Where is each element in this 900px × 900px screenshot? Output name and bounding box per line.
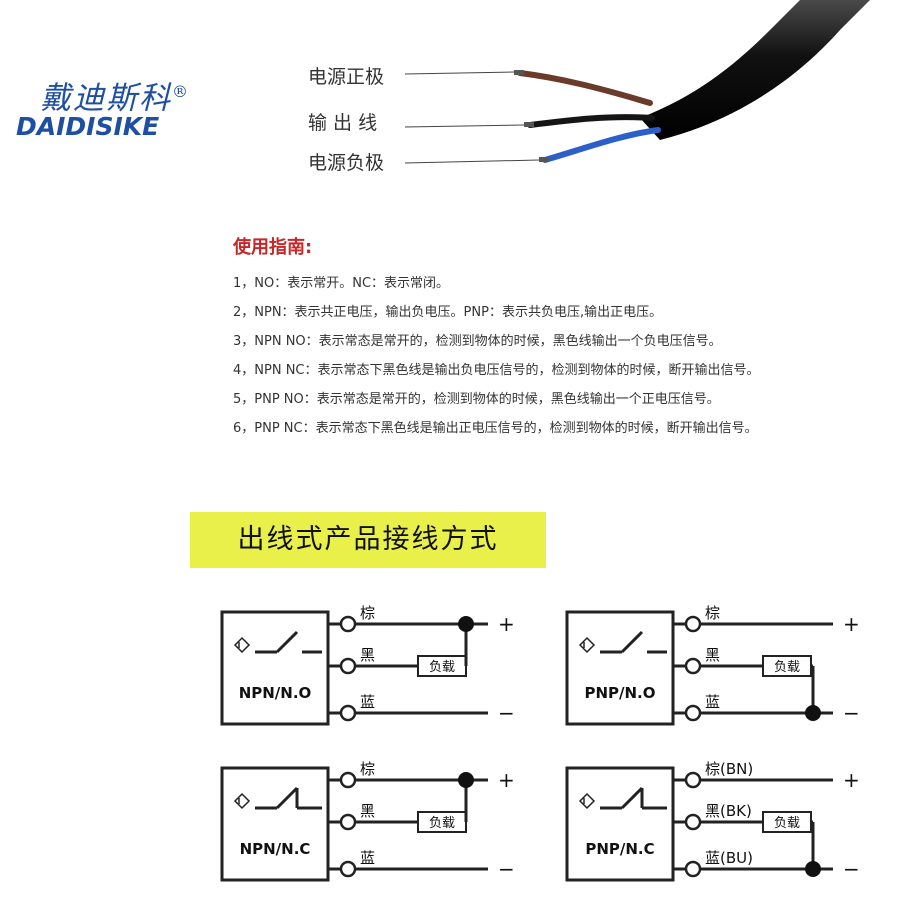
sensor-box: [220, 766, 330, 882]
wire-color-label: 黑(BK): [705, 802, 752, 820]
leader-line-negative: [404, 159, 540, 164]
plus-sign: +: [498, 768, 515, 792]
wire-terminal: [339, 657, 357, 675]
guide-item: 5，PNP NO：表示常态是常开的，检测到物体的时候，黑色线输出一个正电压信号。: [233, 392, 720, 407]
wire-color-label: 棕: [705, 604, 720, 622]
wire-color-label: 黑: [705, 646, 720, 664]
brown-wire-tip: [514, 70, 524, 75]
sensor-diamond-icon: [233, 636, 251, 654]
sensor-type-label: PNP/N.C: [585, 840, 654, 858]
label-power-positive: 电源正极: [308, 66, 385, 88]
label-power-negative: 电源负极: [308, 152, 385, 174]
guide-title: 使用指南:: [233, 237, 313, 258]
brown-wire: [517, 70, 653, 106]
blue-wire-tip: [539, 157, 549, 162]
switch-blade: [620, 630, 644, 654]
plus-sign: +: [498, 612, 515, 636]
junction-dot: [805, 705, 821, 721]
cable-jacket: [640, 0, 870, 140]
minus-sign: −: [498, 701, 515, 725]
wire-color-label: 蓝: [360, 693, 375, 711]
wire-terminal: [684, 615, 702, 633]
switch-blade: [275, 786, 299, 810]
registered-mark: ®: [172, 82, 190, 101]
sensor-diamond-icon: [578, 636, 596, 654]
sensor-box: [220, 610, 330, 726]
brand-logo-english: DAIDISIKE: [16, 112, 160, 141]
sensor-type-label: NPN/N.O: [239, 684, 312, 702]
sensor-box: [565, 766, 675, 882]
leader-line-positive: [404, 71, 515, 75]
wire-terminal: [339, 704, 357, 722]
sensor-type-label: NPN/N.C: [240, 840, 311, 858]
brand-logo-chinese: 戴迪斯科®: [40, 70, 200, 117]
minus-sign: −: [843, 701, 860, 725]
sensor-diamond-icon: [233, 792, 251, 810]
wire-color-label: 棕(BN): [705, 760, 753, 778]
logo-cn-text: 戴迪斯科: [40, 80, 172, 117]
wire-color-label: 黑: [360, 646, 375, 664]
wire-color-label: 棕: [360, 760, 375, 778]
wire-terminal: [339, 813, 357, 831]
wire-terminal: [339, 615, 357, 633]
wire-terminal: [684, 860, 702, 878]
wire-terminal: [339, 771, 357, 789]
wire-color-label: 蓝(BU): [705, 849, 753, 867]
wire-color-label: 蓝: [705, 693, 720, 711]
guide-item: 4，NPN NC：表示常态下黑色线是输出负电压信号的，检测到物体的时候，断开输出…: [233, 363, 760, 378]
wire-terminal: [339, 860, 357, 878]
guide-item: 2，NPN：表示共正电压，输出负电压。PNP：表示共负电压,输出正电压。: [233, 305, 663, 320]
load-label: 负载: [774, 816, 800, 831]
guide-item: 1，NO：表示常开。NC：表示常闭。: [233, 276, 450, 291]
guide-item: 3，NPN NO：表示常态是常开的，检测到物体的时候，黑色线输出一个负电压信号。: [233, 334, 722, 349]
section-banner-text: 出线式产品接线方式: [237, 524, 499, 555]
blue-wire: [542, 127, 661, 163]
section-banner: [190, 512, 546, 568]
plus-sign: +: [843, 768, 860, 792]
guide-item: 6，PNP NC：表示常态下黑色线是输出正电压信号的，检测到物体的时候，断开输出…: [233, 421, 758, 436]
junction-dot: [458, 772, 474, 788]
wire-terminal: [684, 657, 702, 675]
sensor-box: [565, 610, 675, 726]
switch-blade: [620, 786, 644, 810]
plus-sign: +: [843, 612, 860, 636]
wire-color-label: 黑: [360, 802, 375, 820]
black-wire-tip: [524, 122, 534, 127]
wiring-diagrams: NPN/N.O棕黑蓝负载+−PNP/N.O棕黑蓝负载+−NPN/N.C棕黑蓝负载…: [220, 604, 860, 882]
load-label: 负载: [429, 660, 455, 675]
wire-terminal: [684, 771, 702, 789]
load-label: 负载: [429, 816, 455, 831]
sensor-diamond-icon: [578, 792, 596, 810]
switch-blade: [275, 630, 299, 654]
wire-color-label: 蓝: [360, 849, 375, 867]
wire-terminal: [684, 813, 702, 831]
minus-sign: −: [843, 857, 860, 881]
leader-line-output: [404, 124, 525, 128]
wire-color-label: 棕: [360, 604, 375, 622]
cable-illustration: [404, 0, 870, 164]
junction-dot: [805, 861, 821, 877]
load-label: 负载: [774, 660, 800, 675]
black-wire: [527, 114, 655, 128]
wire-terminal: [684, 704, 702, 722]
junction-dot: [458, 616, 474, 632]
minus-sign: −: [498, 857, 515, 881]
sensor-type-label: PNP/N.O: [584, 684, 655, 702]
label-output-wire: 输 出 线: [308, 112, 378, 134]
